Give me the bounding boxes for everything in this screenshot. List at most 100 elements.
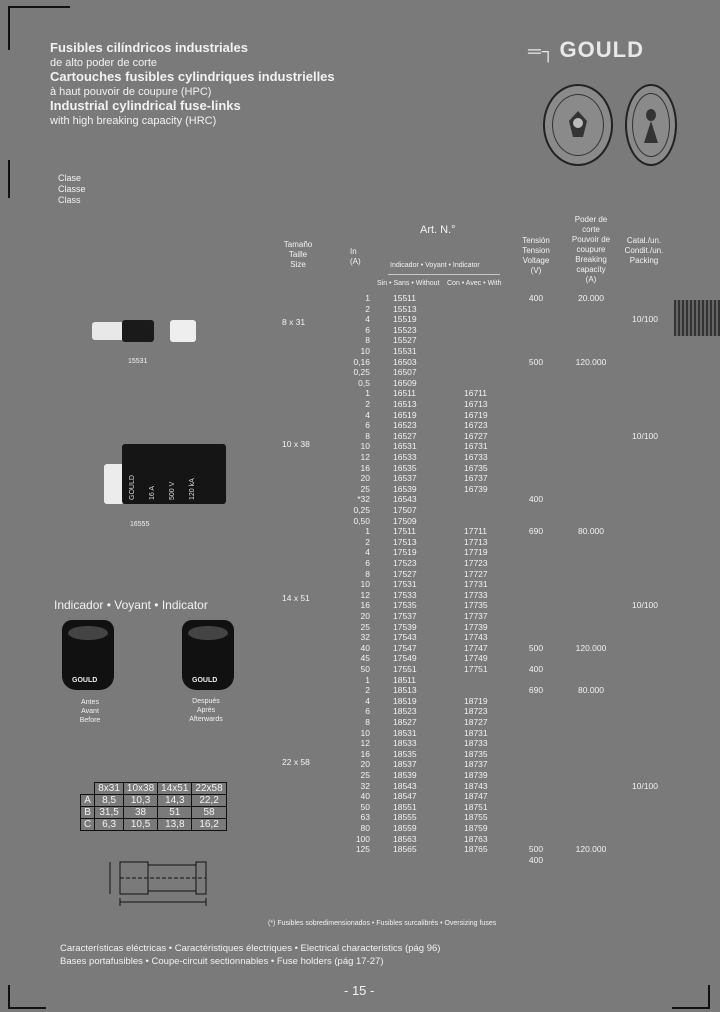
art-without-column-cell: 18555 [393,812,417,823]
art-without-column-cell: 18551 [393,801,417,812]
art-without-column-cell: 15519 [393,314,417,325]
dims-cell: 10,3 [122,794,159,807]
after-es: Después [192,698,220,705]
art-without-column-cell: 16519 [393,409,417,420]
dims-cell: 8,5 [94,794,124,807]
subtitle-es: de alto poder de corte [50,57,158,69]
art-without-column-cell: 16531 [393,441,417,452]
art-with-column [464,357,504,389]
amps-column-cell: 6 [365,324,370,335]
breaking-cell: 120.000 [575,356,607,367]
art-with-column-cell: 16733 [464,451,488,462]
title-block: Fusibles cilíndricos industriales de alt… [50,41,335,128]
art-with-column-cell: 16727 [464,430,488,441]
amps-column-cell: 4 [365,314,370,325]
dims-cell: 58 [191,806,227,819]
art-with-column-cell [464,325,504,336]
art-without-column-cell: 15527 [393,335,417,346]
fuse-8x31-image [92,316,198,346]
amps-column-cell: 10 [360,727,370,738]
voltage-cell: 400 [528,664,544,674]
art-without-column-cell: 16535 [393,462,417,473]
indicator-top-after [188,626,228,640]
dims-header-cell: 10x38 [122,782,159,795]
before-caption: Antes Avant Before [78,698,102,725]
with-header: Con • Avec • With [447,280,502,287]
amps-column-cell: 4 [365,409,370,420]
breaking-cell: 80.000 [578,526,604,537]
amps-column-cell: 40 [360,642,370,653]
dims-cell: 22,2 [191,794,227,807]
breaking-header-4: Breaking [575,255,607,264]
amps-column-cell: 12 [360,451,370,462]
amps-column-cell: 10 [360,345,370,356]
art-without-column-cell: 18527 [393,716,417,727]
art-without-column-cell: 17547 [393,642,417,653]
voltage-cell: 400 [528,494,544,505]
subtitle-fr: à haut pouvoir de coupure (HPC) [50,86,212,98]
footer-line-1: Características eléctricas • Caractérist… [60,943,441,954]
fuse-body [122,320,154,342]
amps-column-cell: 8 [365,430,370,441]
dims-cell: 16,2 [191,818,227,831]
voltage-cell: 690 [528,685,544,696]
amps-column-cell: 25 [360,621,370,632]
footer-line-2: Bases portafusibles • Coupe-circuit sect… [60,956,384,967]
seal-emblem-icon [569,111,587,137]
amps-column-cell: 2 [365,536,370,547]
gould-logo-icon: ═┐ [528,41,556,61]
art-with-column-cell: 17749 [464,653,488,664]
cap-brand-after: GOULD [192,677,218,684]
art-without-column-cell: 18519 [393,695,417,706]
amps-column-cell: 50 [360,801,370,812]
before-es: Antes [81,699,99,706]
voltage-header-es: Tensión [522,236,550,245]
art-without-column-cell: 18523 [393,706,417,717]
breaking-header-5: capacity [576,265,606,274]
art-without-column-cell: 18539 [393,769,417,780]
without-header: Sin • Sans • Without [377,280,440,287]
amps-column-cell: 0,16 [353,356,370,367]
art-without-column-cell: 17507 [393,505,417,515]
art-with-column-cell: 18747 [464,791,488,802]
fuse-dimension-drawing-icon [109,861,207,906]
amps-column-cell: 10 [360,441,370,452]
amps-column-cell: 16 [360,600,370,611]
art-with-column-cell: 16737 [464,473,488,484]
title-en: Industrial cylindrical fuse-links [50,98,241,113]
dims-row-label: A [79,794,96,807]
art-without-column-cell: 17537 [393,610,417,621]
art-without-column-cell: 18537 [393,759,417,770]
art-with-column-cell: 18739 [464,769,488,780]
art-without-column-cell: 17531 [393,579,417,590]
footnote: (*) Fusibles sobredimensionados • Fusibl… [268,920,497,927]
art-with-column-cell: 17739 [464,621,488,632]
amps-column-cell: 20 [360,610,370,621]
dims-row-label: B [79,806,96,819]
art-with-column-cell: 17719 [464,547,488,558]
amps-column-cell: 2 [365,303,370,314]
amps-column-cell: *32 [357,494,370,505]
art-with-column-cell: 18759 [464,822,488,833]
dims-cell: 13,8 [157,818,193,831]
dims-cell: 51 [157,806,193,819]
amps-column-cell: 2 [365,685,370,696]
voltage-header-en: Voltage [522,256,550,265]
amps-column-cell: 40 [360,791,370,802]
packing-cell: 10/100 [632,314,658,325]
art-with-column-cell: 17733 [464,589,488,600]
amps-column-cell: 0,50 [353,515,370,526]
fuse2-cap-left [104,464,124,504]
fuse1-ref: 15531 [128,358,148,365]
art-without-column-cell: 18535 [393,748,417,759]
class-label: Clase Classe Class [58,173,86,206]
art-with-column [464,293,504,357]
breaking-cell: 20.000 [578,293,604,303]
art-with-column-cell: 17735 [464,600,488,611]
art-with-column [464,505,504,526]
amps-column-cell: 125 [355,844,370,855]
